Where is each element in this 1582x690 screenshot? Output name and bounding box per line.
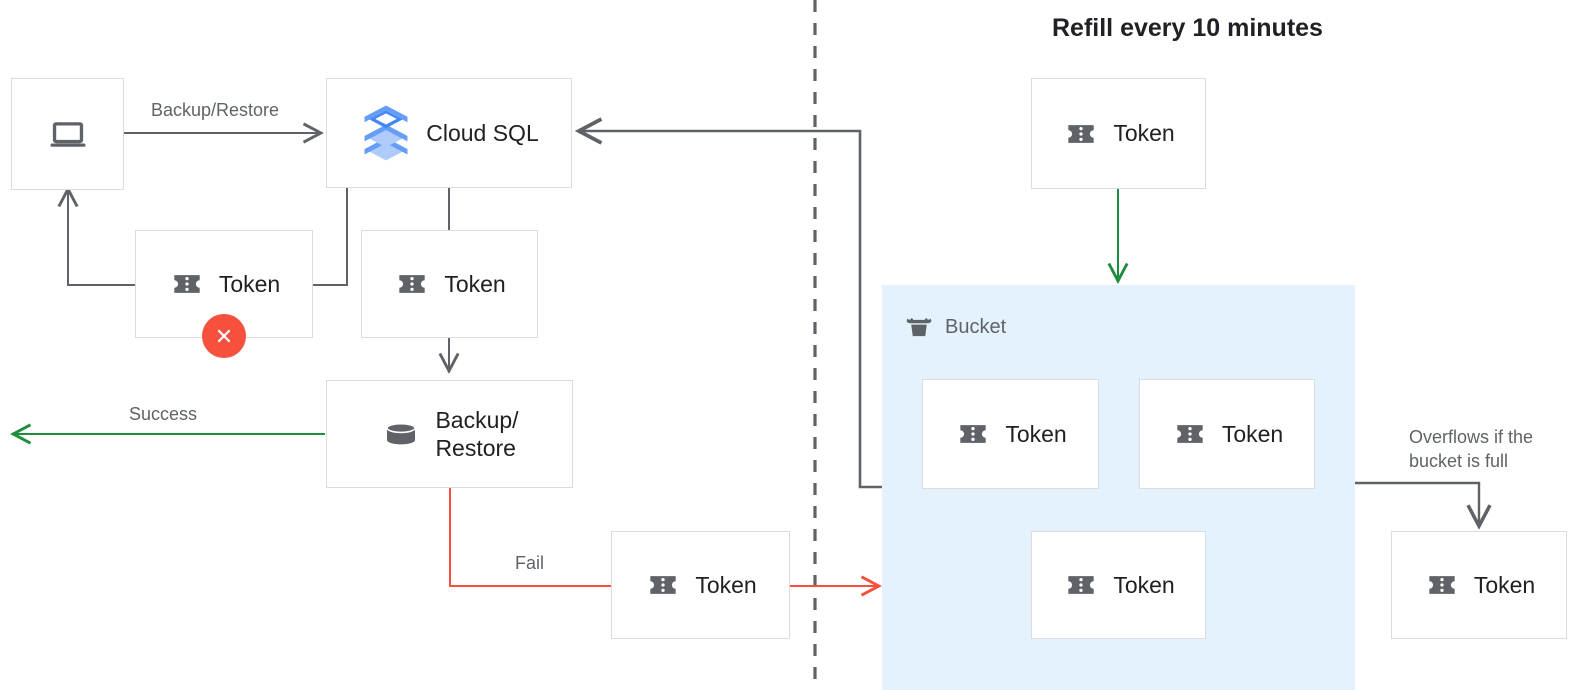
node-token-client-label: Token <box>218 270 281 297</box>
node-token-fail[interactable]: Token <box>611 531 790 639</box>
database-icon <box>380 413 422 455</box>
bucket-region-header: Bucket <box>903 311 1006 343</box>
edge-bucket-overflow <box>1355 481 1479 525</box>
node-token-bucket-3-label: Token <box>1113 571 1175 598</box>
node-token-bucket-1[interactable]: Token <box>922 379 1099 489</box>
page-title: Refill every 10 minutes <box>1052 14 1323 42</box>
node-token-sql-label: Token <box>444 270 506 297</box>
node-cloud-sql-label: Cloud SQL <box>426 119 539 146</box>
cloud-sql-icon <box>359 102 413 164</box>
token-icon <box>1423 566 1461 604</box>
edge-token-client-to-client <box>68 190 135 286</box>
token-icon <box>168 265 206 303</box>
edge-bucket-to-cloudsql <box>580 131 882 489</box>
status-badge-error <box>202 314 246 358</box>
token-icon <box>1062 115 1100 153</box>
token-icon <box>954 415 992 453</box>
node-token-refill[interactable]: Token <box>1031 78 1206 189</box>
node-cloud-sql[interactable]: Cloud SQL <box>326 78 572 188</box>
node-token-bucket-1-label: Token <box>1005 420 1067 447</box>
close-icon <box>217 329 231 343</box>
edge-label-fail: Fail <box>515 553 545 573</box>
bucket-region-label: Bucket <box>945 315 1007 338</box>
node-token-refill-label: Token <box>1113 120 1175 147</box>
node-backup-restore-label: Backup/ Restore <box>435 406 519 461</box>
node-token-bucket-3[interactable]: Token <box>1031 531 1206 639</box>
bucket-icon <box>903 311 935 343</box>
token-icon <box>1171 415 1209 453</box>
edge-cloudsql-to-token-client <box>313 187 348 286</box>
node-client[interactable] <box>11 78 124 190</box>
edge-label-success: Success <box>129 404 198 424</box>
node-token-overflow-label: Token <box>1473 571 1536 598</box>
laptop-icon <box>47 113 89 155</box>
node-token-bucket-2-label: Token <box>1221 420 1284 447</box>
node-token-sql[interactable]: Token <box>361 230 538 338</box>
edge-label-backup-restore: Backup/Restore <box>151 100 280 120</box>
node-token-overflow[interactable]: Token <box>1391 531 1567 639</box>
token-icon <box>644 566 682 604</box>
edge-label-overflow: Overflows if the bucket is full <box>1409 427 1534 472</box>
node-token-fail-label: Token <box>695 571 757 598</box>
token-icon <box>393 265 431 303</box>
token-icon <box>1062 566 1100 604</box>
node-token-bucket-2[interactable]: Token <box>1139 379 1315 489</box>
node-backup-restore[interactable]: Backup/ Restore <box>326 380 573 488</box>
